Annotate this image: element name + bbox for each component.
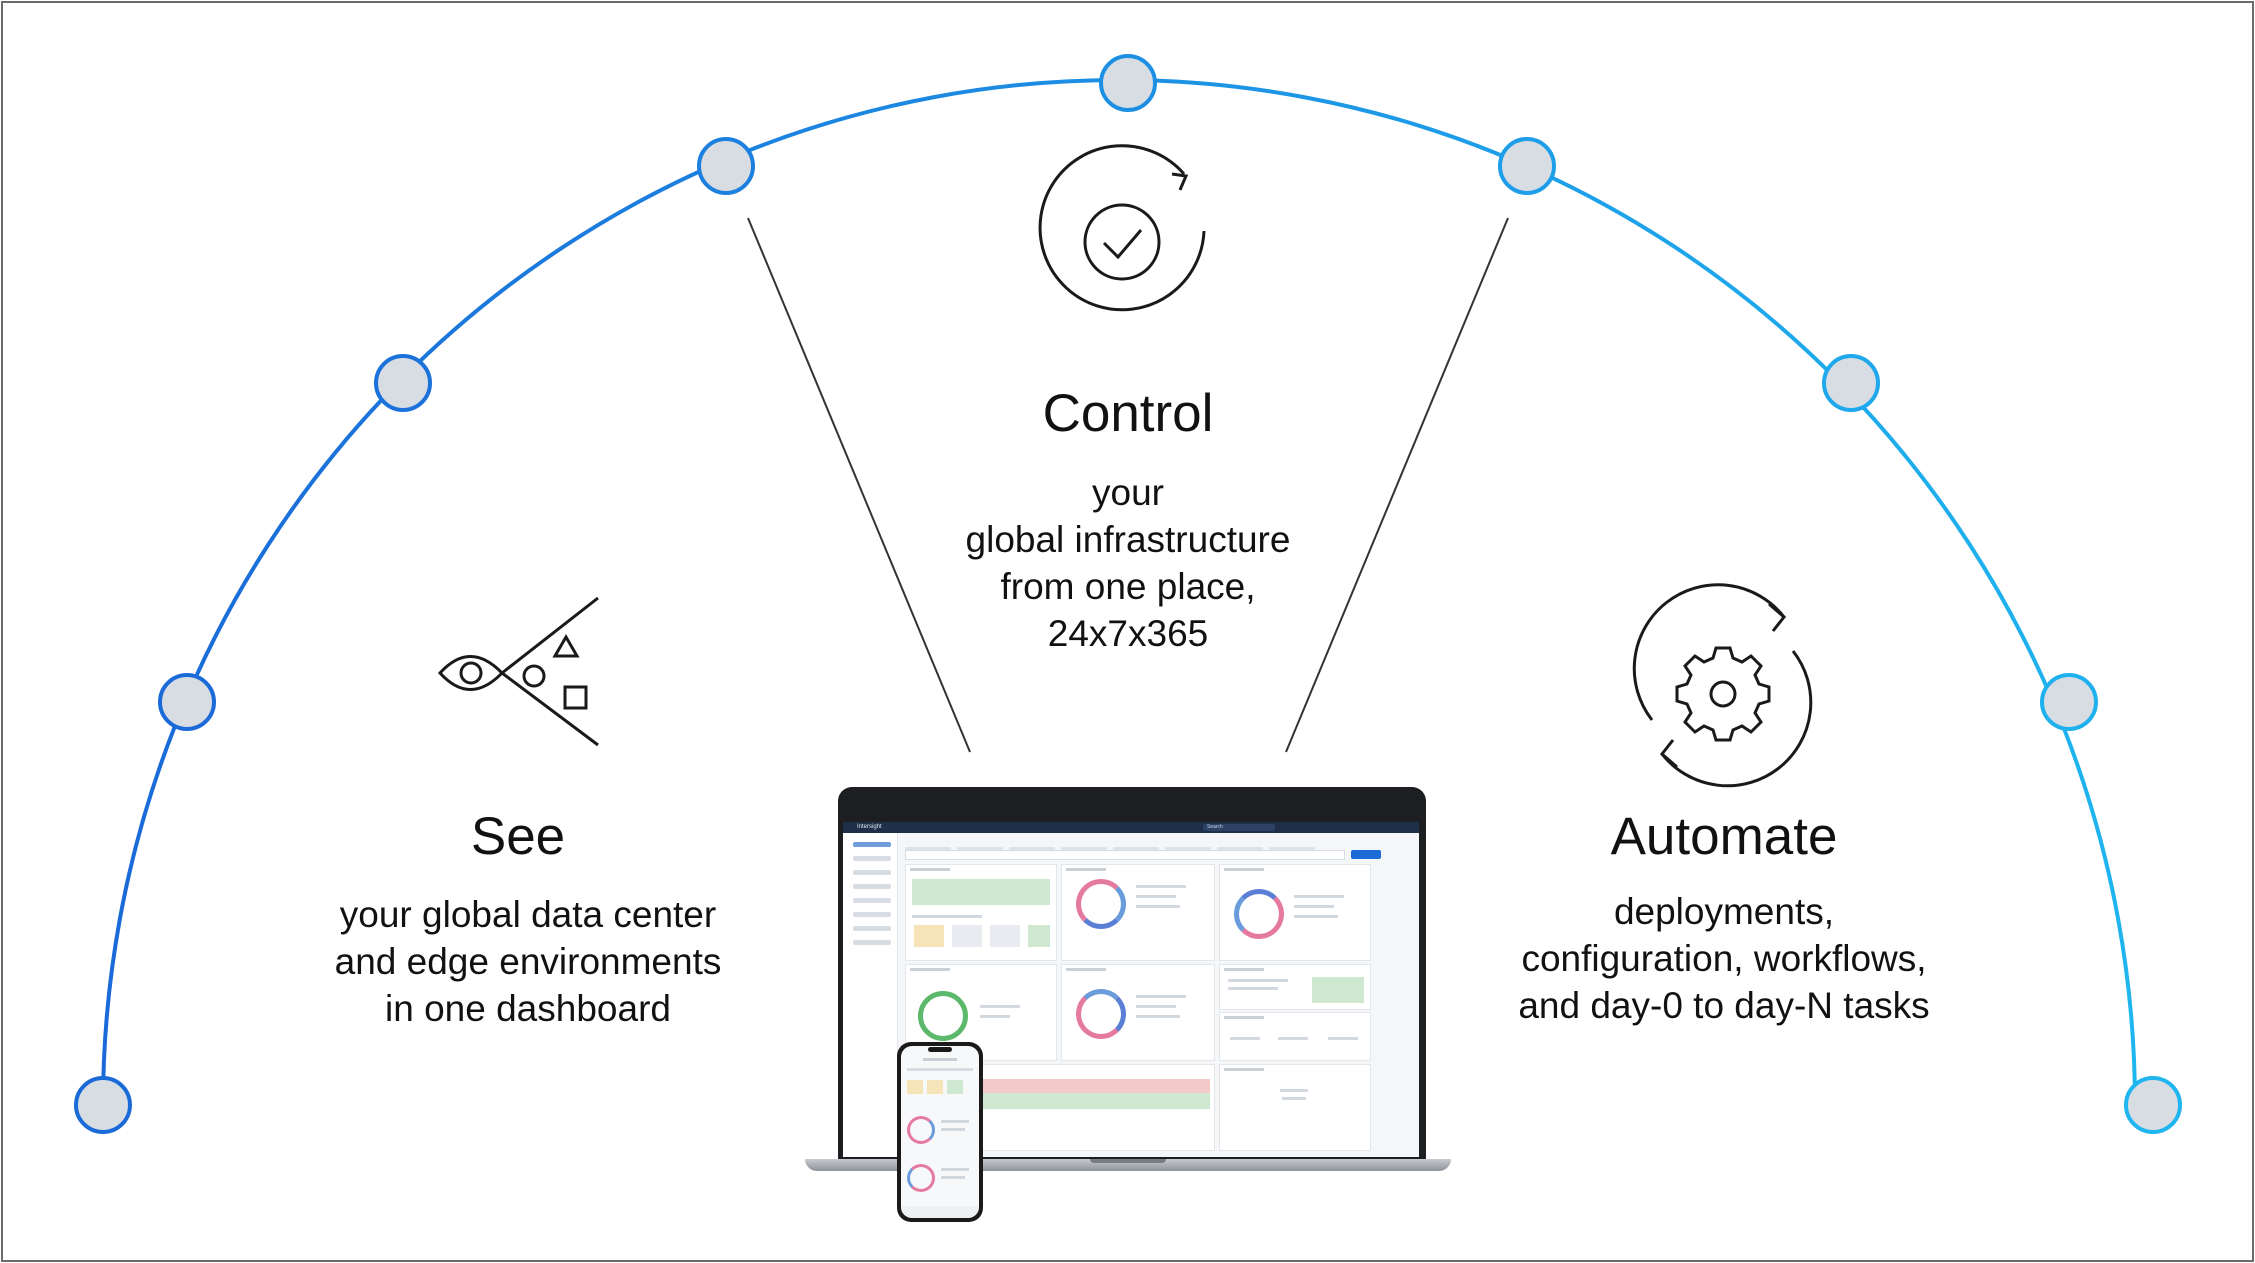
- laptop-image: Intersight Search: [805, 787, 1451, 1177]
- phone-screen: [901, 1046, 979, 1218]
- control-line: your: [1092, 472, 1164, 513]
- gear-cycle-icon: [1632, 583, 1813, 788]
- dashboard-card: [1219, 964, 1371, 1010]
- automate-description: deployments, configuration, workflows, a…: [1444, 888, 2004, 1029]
- dashboard-filter: [905, 850, 1345, 860]
- laptop-notch: [1090, 1159, 1166, 1163]
- arc-node: [697, 137, 755, 195]
- see-line: in one dashboard: [385, 988, 671, 1029]
- arc-node: [1822, 354, 1880, 412]
- control-line: from one place,: [1000, 566, 1256, 607]
- automate-line: deployments,: [1613, 891, 1835, 932]
- arc-node: [74, 1076, 132, 1134]
- control-description: your global infrastructure from one plac…: [878, 469, 1378, 657]
- arc-node: [2040, 673, 2098, 731]
- dashboard-card: [1219, 864, 1371, 961]
- dashboard-app-name: Intersight: [857, 824, 882, 830]
- dashboard-card: [1061, 964, 1215, 1061]
- automate-title: Automate: [1610, 807, 1838, 866]
- see-line: and edge environments: [334, 941, 722, 982]
- dashboard-search: Search: [1203, 824, 1275, 831]
- see-line: your global data center: [339, 894, 717, 935]
- dashboard-appbar: Intersight Search: [843, 822, 1419, 833]
- see-title: See: [470, 807, 566, 866]
- arc-node: [2124, 1076, 2182, 1134]
- phone-image: [897, 1042, 983, 1222]
- divider-line-right: [1285, 217, 1509, 753]
- check-cycle-icon: [1038, 144, 1206, 312]
- divider-line-left: [747, 217, 971, 753]
- arc-node: [1498, 137, 1556, 195]
- control-title: Control: [1042, 384, 1214, 443]
- dashboard-card: [905, 864, 1057, 961]
- dashboard-tabs: [905, 838, 1405, 851]
- control-line: global infrastructure: [965, 519, 1291, 560]
- arc-node: [374, 354, 432, 412]
- dashboard-card: [1219, 1012, 1371, 1061]
- see-description: your global data center and edge environ…: [278, 891, 778, 1032]
- automate-line: configuration, workflows,: [1521, 938, 1927, 979]
- automate-line: and day-0 to day-N tasks: [1518, 985, 1930, 1026]
- arc-nodes: [74, 54, 2182, 1134]
- arc-node: [1099, 54, 1157, 112]
- dashboard-card: [1061, 864, 1215, 961]
- dashboard-button: [1351, 850, 1381, 859]
- eye-shapes-icon: [437, 596, 599, 747]
- control-line: 24x7x365: [1047, 613, 1209, 654]
- dashboard-sidebar: [843, 833, 898, 1157]
- arc-node: [158, 673, 216, 731]
- dashboard-card: [1219, 1064, 1371, 1151]
